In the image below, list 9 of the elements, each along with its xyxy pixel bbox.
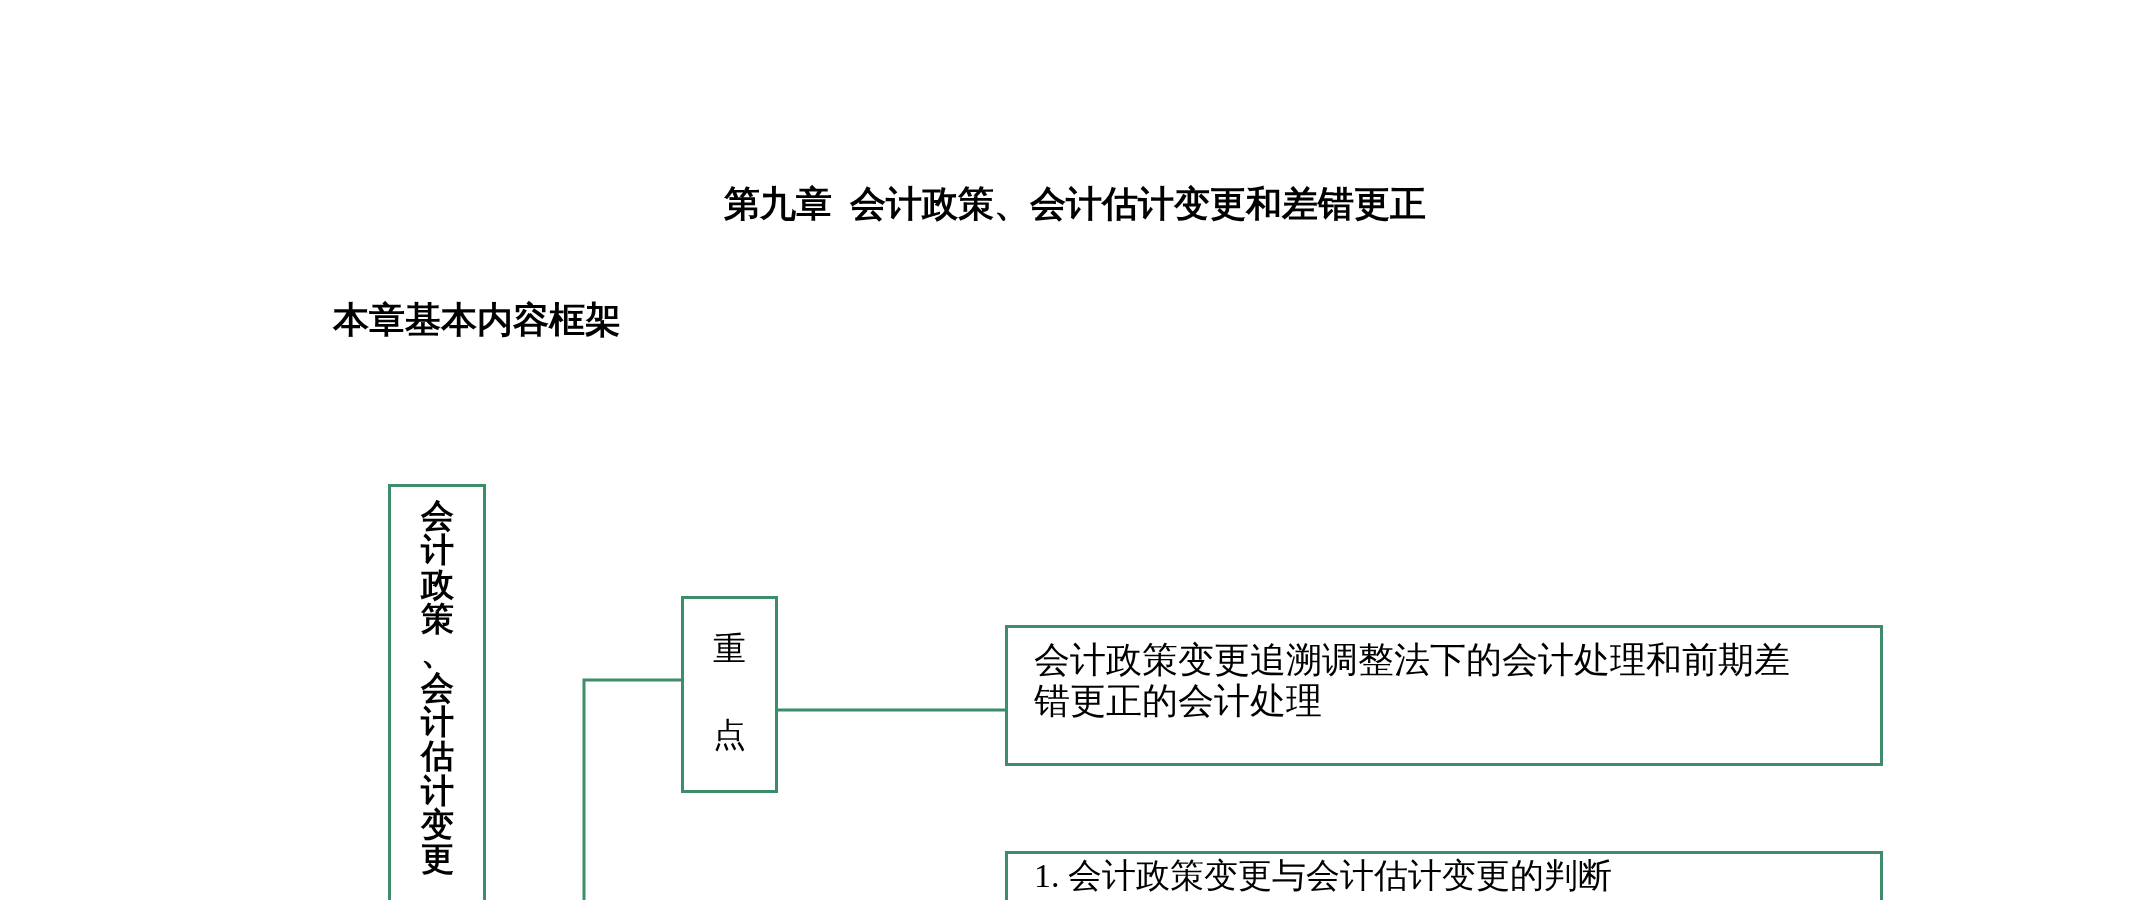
box-label: 会计政策、会计估计变更 bbox=[420, 499, 454, 877]
connector-line bbox=[778, 708, 1005, 712]
page-title: 第九章 会计政策、会计估计变更和差错更正 bbox=[722, 183, 1427, 226]
topic-box bbox=[681, 596, 778, 793]
box-label: 重点 bbox=[713, 630, 746, 755]
content-box bbox=[1005, 625, 1883, 766]
box-label: 1. 会计政策变更与会计估计变更的判断 bbox=[1033, 856, 1613, 893]
box-label: 会计政策变更追溯调整法下的会计处理和前期差错更正的会计处理 bbox=[1033, 639, 1791, 723]
section-heading: 本章基本内容框架 bbox=[333, 299, 621, 342]
